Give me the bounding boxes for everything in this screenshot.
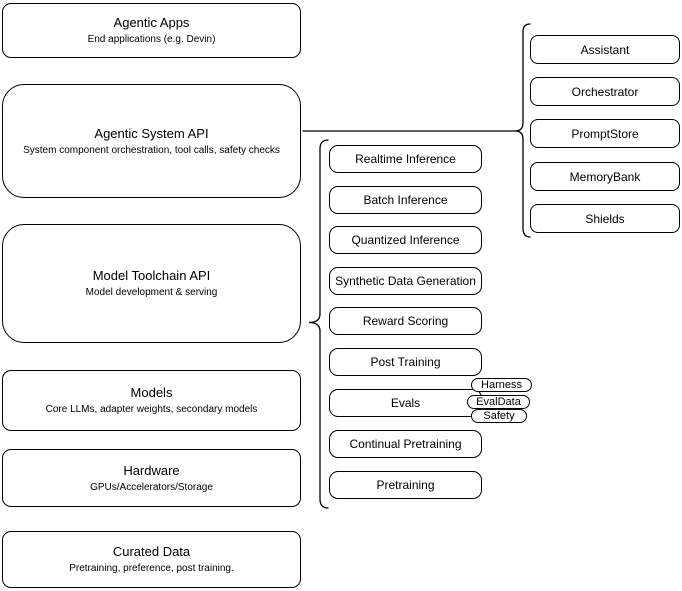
layer-box-model-toolchain-api: Model Toolchain API Model development & … [2,224,301,343]
toolchain-label: Batch Inference [363,193,448,207]
evals-tag-evaldata: EvalData [467,395,530,409]
layer-subtitle: End applications (e.g. Devin) [87,34,216,45]
toolchain-label: Synthetic Data Generation [335,274,476,288]
layer-title: Curated Data [112,544,191,559]
toolchain-label: Realtime Inference [355,152,456,166]
toolchain-label: Reward Scoring [362,314,449,328]
toolchain-box-batch-inference: Batch Inference [329,186,482,214]
toolchain-box-realtime-inference: Realtime Inference [329,145,482,173]
toolchain-label: Pretraining [376,478,435,492]
evals-tag-harness: Harness [471,378,532,392]
layer-subtitle: Model development & serving [85,287,218,298]
system-label: Orchestrator [571,84,639,99]
layer-title: Agentic Apps [113,15,190,30]
toolchain-box-post-training: Post Training [329,348,482,376]
layer-box-agentic-apps: Agentic Apps End applications (e.g. Devi… [2,3,301,58]
toolchain-label: Evals [390,396,421,410]
system-label: Shields [585,211,625,226]
layer-box-models: Models Core LLMs, adapter weights, secon… [2,370,301,431]
toolchain-label: Quantized Inference [351,233,460,247]
layer-title: Hardware [123,462,180,478]
toolchain-box-reward-scoring: Reward Scoring [329,307,482,335]
layer-subtitle: Pretraining, preference, post training. [69,563,234,574]
layer-box-agentic-system-api: Agentic System API System component orch… [2,84,301,198]
evals-tag-label: Harness [481,379,522,391]
layer-title: Models [130,385,173,400]
system-label: Assistant [580,42,630,57]
system-box-shields: Shields [530,204,680,233]
layer-box-curated-data: Curated Data Pretraining, preference, po… [2,531,301,588]
layer-subtitle: Core LLMs, adapter weights, secondary mo… [45,404,258,415]
toolchain-label: Post Training [370,355,441,369]
evals-tag-label: EvalData [476,396,521,408]
toolchain-box-evals: Evals [329,389,482,417]
system-box-assistant: Assistant [530,35,680,64]
evals-tag-label: Safety [483,410,515,422]
evals-tag-safety: Safety [471,409,527,423]
toolchain-curly-brace [308,139,329,509]
layer-title: Agentic System API [94,125,209,141]
system-box-orchestrator: Orchestrator [530,77,680,106]
layer-title: Model Toolchain API [92,268,211,283]
system-curly-brace [514,23,531,238]
layer-subtitle: System component orchestration, tool cal… [23,144,280,156]
layer-box-hardware: Hardware GPUs/Accelerators/Storage [2,449,301,507]
system-label: PromptStore [571,126,639,141]
system-box-memorybank: MemoryBank [530,162,680,191]
system-label: MemoryBank [569,169,641,184]
system-box-promptstore: PromptStore [530,119,680,148]
toolchain-box-pretraining: Pretraining [329,471,482,499]
toolchain-box-quantized-inference: Quantized Inference [329,226,482,254]
toolchain-box-continual-pretraining: Continual Pretraining [329,430,482,458]
toolchain-box-synthetic-data-generation: Synthetic Data Generation [329,267,482,295]
layer-subtitle: GPUs/Accelerators/Storage [90,481,213,493]
toolchain-label: Continual Pretraining [349,437,462,451]
